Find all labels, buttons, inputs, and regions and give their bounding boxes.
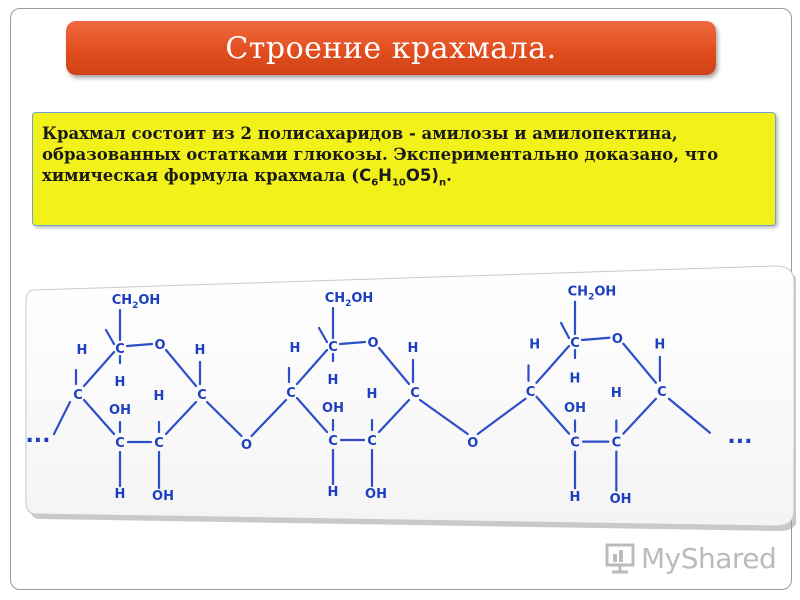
carbon-c5-label: C [570, 336, 580, 351]
description-box: Крахмал состоит из 2 полисахаридов - ами… [32, 112, 776, 226]
bond-line [338, 340, 367, 346]
bond-line [535, 344, 571, 384]
hydrogen-label: H [290, 341, 301, 356]
carbon-c1-label: C [410, 386, 420, 401]
bond-line [377, 346, 411, 386]
watermark-text: MyShared [641, 541, 777, 575]
bond-line [377, 398, 411, 434]
ch2oh-group: CH2OH [325, 291, 374, 309]
carbon-c4-label: C [526, 385, 536, 400]
carbon-c1-label: C [657, 385, 667, 400]
hydroxyl-label: OH [322, 401, 344, 416]
presentation-icon [605, 543, 635, 574]
bond-line [82, 350, 116, 388]
hydrogen-label: H [328, 485, 339, 500]
ring-oxygen-label: O [154, 338, 165, 353]
bond-line [580, 336, 611, 342]
description-line-2: образованных остатками глюкозы. Эксперим… [42, 145, 719, 164]
hydrogen-label: H [570, 371, 581, 386]
chain-continuation-right: ... [727, 424, 752, 449]
bond-line [295, 348, 329, 386]
bond-line [125, 342, 154, 348]
bond-line [104, 328, 116, 346]
chain-end-bond [667, 397, 712, 434]
hydrogen-label: H [529, 337, 540, 352]
hydrogen-label: H [611, 386, 622, 401]
carbon-c1-label: C [197, 388, 207, 403]
bridge-oxygen-label: O [467, 436, 478, 451]
bond-line [295, 396, 329, 434]
bond-line [164, 348, 198, 388]
formula: C6H10O5)n [359, 166, 447, 189]
bond-line [164, 400, 198, 436]
ch2oh-group: CH2OH [112, 293, 161, 311]
hydrogen-label: H [115, 487, 126, 502]
carbon-c3-label: C [115, 436, 125, 451]
hydrogen-label: H [367, 387, 378, 402]
hydrogen-label: H [654, 337, 665, 352]
ch2oh-group: CH2OH [568, 284, 617, 302]
glycosidic-bond [250, 398, 288, 438]
bond-line [622, 342, 658, 384]
title-banner: Строение крахмала. [66, 21, 716, 75]
hydrogen-label: H [328, 373, 339, 388]
description-line-1: Крахмал состоит из 2 полисахаридов - ами… [42, 124, 678, 143]
bond-line [535, 395, 571, 435]
hydrogen-label: H [115, 375, 126, 390]
carbon-c5-label: C [328, 340, 338, 355]
hydroxyl-label: OH [152, 489, 174, 504]
hydroxyl-label: OH [610, 492, 632, 507]
description-text: Крахмал состоит из 2 полисахаридов - ами… [42, 124, 719, 189]
hydrogen-label: H [154, 389, 165, 404]
bridge-oxygen-label: O [241, 438, 252, 453]
hydrogen-label: H [408, 341, 419, 356]
glycosidic-bond [476, 397, 527, 436]
diagram-card-bg [25, 265, 795, 527]
ring-oxygen-label: O [367, 336, 378, 351]
ring-oxygen-label: O [612, 332, 623, 347]
carbon-c3-label: C [328, 434, 338, 449]
hydroxyl-label: OH [564, 401, 586, 416]
page-title: Строение крахмала. [225, 30, 557, 66]
carbon-c3-label: C [570, 436, 580, 451]
hydrogen-label: H [570, 490, 581, 505]
myshared-watermark: MyShared [603, 538, 777, 578]
chain-continuation-left: ... [25, 423, 50, 448]
carbon-c2-label: C [367, 434, 377, 449]
description-line-3: химическая формула крахмала ( [42, 166, 360, 185]
hydrogen-label: H [195, 343, 206, 358]
hydrogen-label: H [77, 343, 88, 358]
glycosidic-bond [205, 400, 243, 438]
carbon-c2-label: C [154, 436, 164, 451]
bond-line [622, 397, 658, 435]
chain-end-bond [52, 400, 72, 436]
carbon-c5-label: C [115, 342, 125, 357]
hydroxyl-label: OH [109, 403, 131, 418]
carbon-c4-label: C [73, 388, 83, 403]
bond-line [317, 326, 329, 344]
hydroxyl-label: OH [365, 487, 387, 502]
bond-line [559, 321, 571, 340]
glycosidic-bond [418, 398, 469, 436]
carbon-c2-label: C [612, 436, 622, 451]
carbon-c4-label: C [286, 386, 296, 401]
bond-line [82, 398, 116, 436]
